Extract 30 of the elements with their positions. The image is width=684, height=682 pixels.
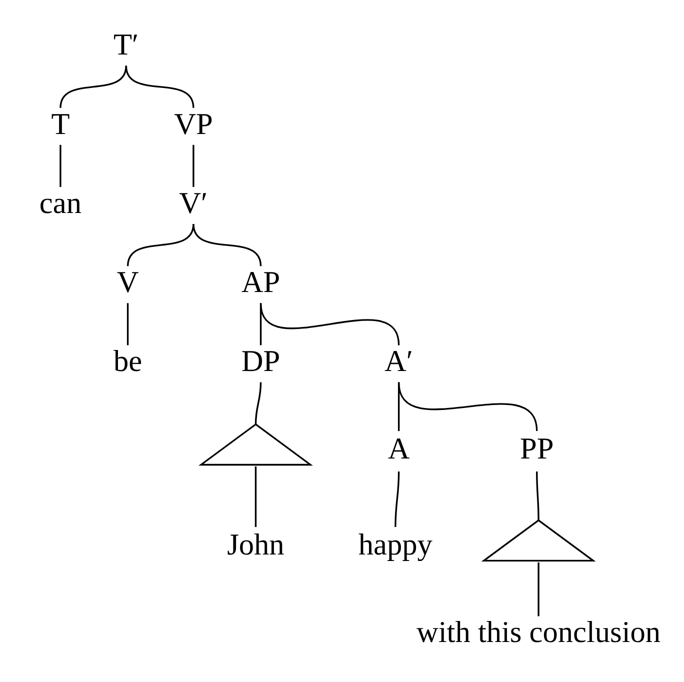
node-text: be — [113, 344, 142, 378]
connector — [394, 471, 400, 528]
node-text: happy — [358, 528, 432, 562]
node-text: AP — [241, 265, 280, 300]
node-text: A — [388, 432, 410, 466]
connector — [536, 471, 540, 520]
node-text: VP — [174, 106, 213, 141]
node-triangle — [481, 519, 596, 562]
connector — [125, 66, 194, 108]
connector — [538, 562, 540, 616]
connector — [254, 382, 262, 424]
node-text: can — [39, 186, 82, 220]
connector — [60, 144, 62, 187]
node-text: T′ — [114, 28, 139, 62]
node-text: T — [51, 106, 70, 141]
node-text: with this conclusion — [416, 615, 661, 650]
connector — [260, 302, 400, 346]
node-text: DP — [241, 344, 280, 378]
node-text: John — [227, 528, 284, 562]
node-text: PP — [520, 432, 554, 466]
connector — [60, 66, 127, 108]
node-triangle — [198, 423, 313, 466]
connector — [126, 303, 129, 346]
node-text: V — [116, 265, 139, 300]
connector — [254, 466, 257, 528]
connector — [192, 224, 262, 266]
connector — [398, 382, 538, 432]
connector — [192, 144, 194, 187]
node-text: A′ — [384, 344, 414, 378]
node-text: V′ — [179, 186, 208, 220]
